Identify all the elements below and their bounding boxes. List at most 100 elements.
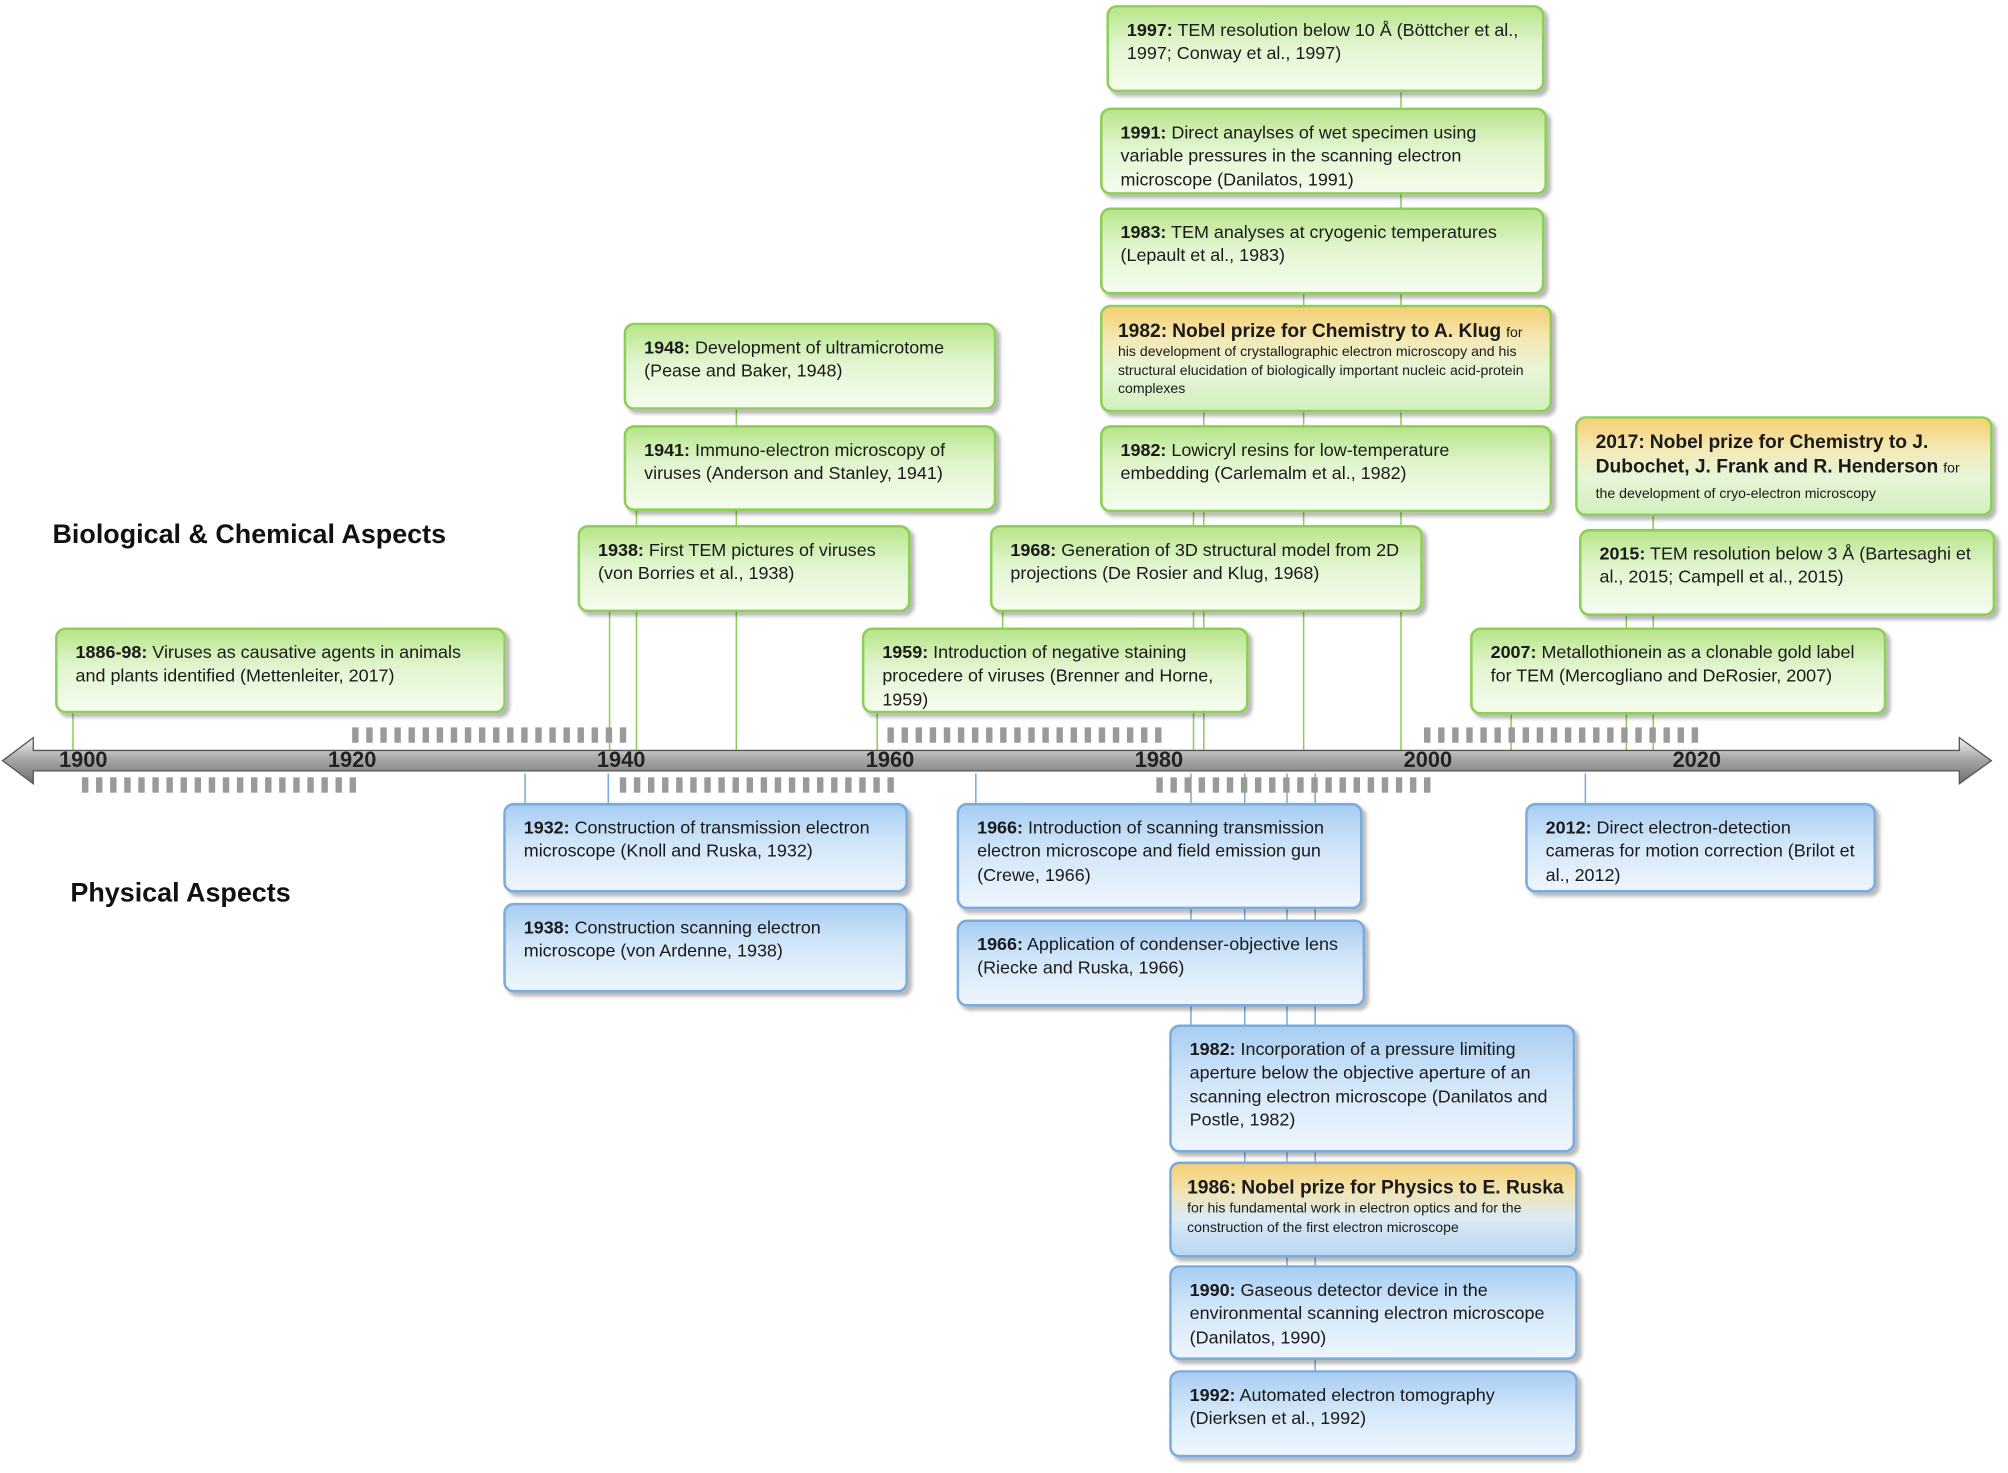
axis-tick	[1438, 727, 1445, 743]
event-text: TEM resolution below 3 Å (Bartesaghi et …	[1599, 542, 1971, 587]
nobel-title: Nobel prize for Physics to E. Ruska	[1241, 1176, 1564, 1199]
event-bio-1982-lowicryl: 1982: Lowicryl resins for low-temperatur…	[1100, 425, 1553, 513]
axis-tick	[1424, 727, 1431, 743]
axis-tick	[1141, 727, 1148, 743]
axis-tick	[96, 777, 103, 793]
axis-tick	[408, 727, 415, 743]
event-text: Gaseous detector device in the environme…	[1189, 1279, 1545, 1347]
axis-tick	[493, 727, 500, 743]
axis-tick	[236, 777, 244, 793]
axis-tick	[380, 727, 387, 743]
axis-tick	[1226, 777, 1234, 793]
axis-tick	[436, 727, 444, 743]
nobel-for: for	[1943, 461, 1960, 477]
axis-tick	[250, 777, 258, 793]
event-text: First TEM pictures of viruses (von Borri…	[598, 539, 876, 584]
axis-tick	[859, 777, 866, 793]
event-text: Immuno-electron microscopy of viruses (A…	[644, 439, 946, 484]
event-year: 1991:	[1120, 121, 1167, 143]
axis-tick	[1691, 727, 1699, 743]
axis-tick	[1240, 777, 1248, 793]
axis-tick	[265, 777, 272, 793]
tick-band-1920s	[352, 727, 627, 743]
event-bio-1983: 1983: TEM analyses at cryogenic temperat…	[1100, 207, 1545, 295]
axis-tick	[1635, 727, 1642, 743]
axis-tick	[619, 777, 627, 793]
axis-tick	[1056, 727, 1063, 743]
axis-tick	[194, 777, 202, 793]
event-year: 1941:	[644, 439, 691, 460]
event-text: Development of ultramicrotome (Pease and…	[644, 336, 945, 381]
event-year: 2012:	[1545, 817, 1592, 838]
axis-tick	[222, 777, 230, 793]
axis-tick	[1212, 777, 1220, 793]
event-bio-2015: 2015: TEM resolution below 3 Å (Bartesag…	[1578, 528, 1996, 616]
axis-tick	[152, 777, 159, 793]
event-bio-1941: 1941: Immuno-electron microscopy of viru…	[623, 425, 997, 511]
axis-tick	[704, 777, 711, 793]
axis-tick	[1325, 777, 1332, 793]
axis-tick	[901, 727, 908, 743]
axis-tick	[887, 727, 894, 743]
timeline-axis-arrow	[1, 736, 1993, 786]
event-year: 1938:	[523, 916, 570, 938]
axis-tick	[873, 777, 880, 793]
event-year: 1982:	[1189, 1038, 1236, 1060]
event-text: Generation of 3D structural model from 2…	[1010, 539, 1400, 584]
axis-tick	[563, 727, 570, 743]
axis-tick	[676, 777, 683, 793]
axis-tick	[422, 727, 430, 743]
axis-tick	[817, 777, 824, 793]
axis-tick	[1494, 727, 1501, 743]
event-year: 1932:	[523, 817, 570, 838]
event-year: 1966:	[977, 817, 1023, 838]
axis-tick	[1000, 727, 1007, 743]
axis-tick	[887, 777, 894, 793]
section-title-phys: Physical Aspects	[70, 878, 291, 908]
axis-tick	[1663, 727, 1670, 743]
axis-tick	[1522, 727, 1530, 743]
axis-tick	[1621, 727, 1628, 743]
tick-band-1960s	[887, 727, 1164, 743]
section-title-bio: Biological & Chemical Aspects	[52, 519, 447, 550]
event-bio-1982-nobel: 1982: Nobel prize for Chemistry to A. Kl…	[1100, 304, 1553, 413]
axis-tick	[1311, 777, 1318, 793]
tick-band-1980s	[1156, 777, 1433, 793]
axis-tick	[1254, 777, 1262, 793]
axis-tick	[1367, 777, 1375, 793]
axis-tick	[788, 777, 796, 793]
event-text: Viruses as causative agents in animals a…	[75, 641, 461, 686]
event-bio-1959: 1959: Introduction of negative staining …	[861, 627, 1249, 714]
axis-tick	[1649, 727, 1656, 743]
axis-tick	[549, 727, 556, 743]
axis-label-2020: 2020	[1672, 747, 1722, 773]
axis-tick	[986, 727, 993, 743]
event-text: Metallothionein as a clonable gold label…	[1490, 641, 1855, 686]
event-text: Direct anaylses of wet specimen using va…	[1120, 121, 1477, 190]
event-year: 1986:	[1187, 1176, 1237, 1199]
axis-tick	[662, 777, 669, 793]
axis-tick	[633, 777, 641, 793]
axis-tick	[1339, 777, 1346, 793]
event-text: Lowicryl resins for low-temperature embe…	[1120, 439, 1450, 484]
axis-tick	[943, 727, 951, 743]
axis-tick	[1028, 727, 1035, 743]
event-year: 1997:	[1126, 19, 1173, 40]
event-year: 1938:	[598, 539, 644, 560]
axis-tick	[507, 727, 514, 743]
axis-tick	[1480, 727, 1487, 743]
axis-tick	[124, 777, 131, 793]
axis-tick	[166, 777, 173, 793]
nobel-title: Nobel prize for Chemistry to A. Klug	[1172, 320, 1502, 342]
axis-tick	[1677, 727, 1684, 743]
axis-tick	[1536, 727, 1544, 743]
event-bio-2007: 2007: Metallothionein as a clonable gold…	[1470, 627, 1887, 715]
event-text: Application of condenser-objective lens …	[977, 933, 1338, 978]
axis-label-1960: 1960	[865, 747, 915, 773]
axis-tick	[1283, 777, 1290, 793]
axis-tick	[450, 727, 458, 743]
event-phys-1938: 1938: Construction scanning electron mic…	[503, 902, 908, 993]
axis-label-1980: 1980	[1134, 747, 1184, 773]
event-phys-1992: 1992: Automated electron tomography (Die…	[1169, 1370, 1578, 1458]
